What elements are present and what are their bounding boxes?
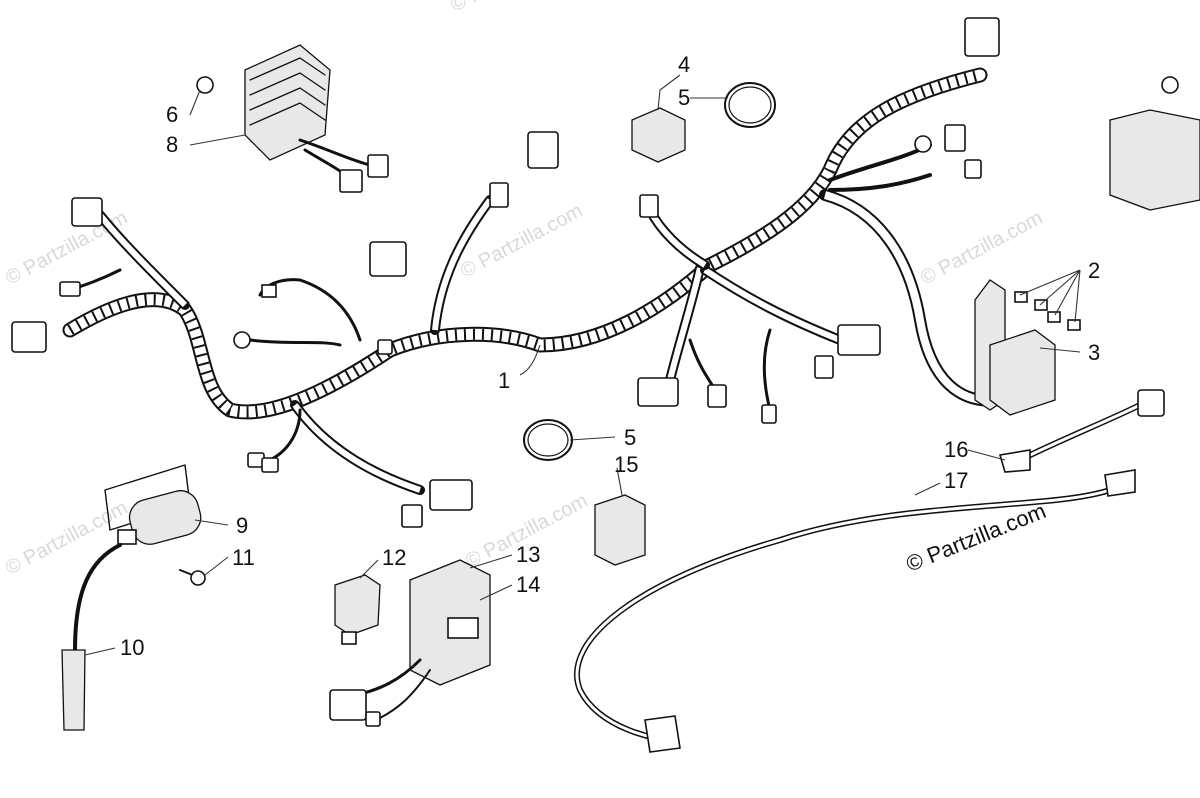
connector-plug-icon	[369, 241, 407, 277]
callout-4: 4	[678, 52, 690, 77]
connector-plug-icon	[707, 384, 727, 408]
clamp-part-5-lower	[523, 419, 573, 461]
battery-cables	[573, 389, 1165, 753]
connector-plug-icon	[429, 479, 473, 511]
watermark-text: © Partzilla.com	[2, 497, 131, 580]
connector-plug-icon	[944, 124, 966, 152]
callout-13: 13	[516, 542, 540, 567]
callout-5: 5	[678, 85, 690, 110]
terminal-icon	[761, 404, 777, 424]
callout-3: 3	[1088, 340, 1100, 365]
main-wiring-harness	[11, 17, 1006, 528]
connector-plug-icon	[527, 131, 559, 169]
connector-plug-icon	[339, 169, 363, 193]
callout-6: 6	[166, 102, 178, 127]
watermark-text: © Partzilla.com	[447, 0, 576, 16]
fuse-icon	[1034, 299, 1048, 311]
connector-plug-icon	[964, 17, 1000, 57]
connector-plug-icon	[11, 321, 47, 353]
callout-16: 16	[944, 437, 968, 462]
ring-terminal-icon	[1104, 469, 1136, 497]
bolt-icon	[190, 570, 206, 586]
clip-icon	[377, 339, 393, 355]
inline-fuse-icon	[489, 182, 509, 208]
connector-plug-icon	[71, 197, 103, 227]
callout-8: 8	[166, 132, 178, 157]
connector-plug-icon	[117, 529, 137, 545]
callout-9: 9	[236, 513, 248, 538]
connector-plug-icon	[329, 689, 367, 721]
relay-part-15	[594, 494, 646, 566]
ignition-coil	[1109, 76, 1200, 211]
ring-terminal-icon	[644, 715, 681, 753]
callout-2: 2	[1088, 258, 1100, 283]
watermark-text: © Partzilla.com	[2, 207, 131, 290]
connector-plug-icon	[837, 324, 881, 356]
leader-lines	[84, 74, 1081, 656]
terminal-icon	[261, 457, 279, 473]
nut-icon	[1161, 76, 1179, 94]
connector-plug-icon	[1137, 389, 1165, 417]
terminal-icon	[341, 631, 357, 645]
nut-icon	[196, 76, 214, 94]
fuse-block	[974, 279, 1081, 416]
connector-plug-icon	[639, 194, 659, 218]
callout-1: 1	[498, 368, 510, 393]
relay-part-4	[631, 107, 686, 163]
terminal-icon	[365, 711, 381, 727]
callout-5: 5	[624, 425, 636, 450]
label-plate-icon	[447, 617, 479, 639]
capacitor-assembly	[61, 464, 206, 731]
voltage-regulator	[196, 44, 389, 193]
terminal-icon	[261, 284, 277, 298]
connector-plug-icon	[401, 504, 423, 528]
terminal-icon	[59, 281, 81, 297]
fuse-icon	[1014, 291, 1028, 303]
callout-11: 11	[232, 545, 255, 570]
callout-labels: 1 2 3 4 5 5 6 8 9 10 11 12 13 14 15 16 1…	[120, 52, 1100, 660]
connector-plug-icon	[367, 154, 389, 178]
callout-17: 17	[944, 468, 968, 493]
fuse-icon	[1047, 311, 1061, 323]
terminal-icon	[964, 159, 982, 179]
watermark-text: © Partzilla.com	[917, 207, 1046, 290]
ring-terminal-icon	[233, 331, 251, 349]
ring-terminal-icon	[914, 135, 932, 153]
clamp-part-5	[724, 82, 776, 128]
watermarks: © Partzilla.com © Partzilla.com © Partzi…	[2, 0, 1046, 579]
callout-14: 14	[516, 572, 540, 597]
connector-plug-icon	[814, 355, 834, 379]
callout-12: 12	[382, 545, 406, 570]
cdi-module	[329, 559, 491, 727]
connector-plug-icon	[637, 377, 679, 407]
callout-10: 10	[120, 635, 144, 660]
fuse-icon	[1067, 319, 1081, 331]
module-part-12	[334, 574, 381, 645]
callout-15: 15	[614, 452, 638, 477]
terminal-icon	[998, 449, 1031, 473]
